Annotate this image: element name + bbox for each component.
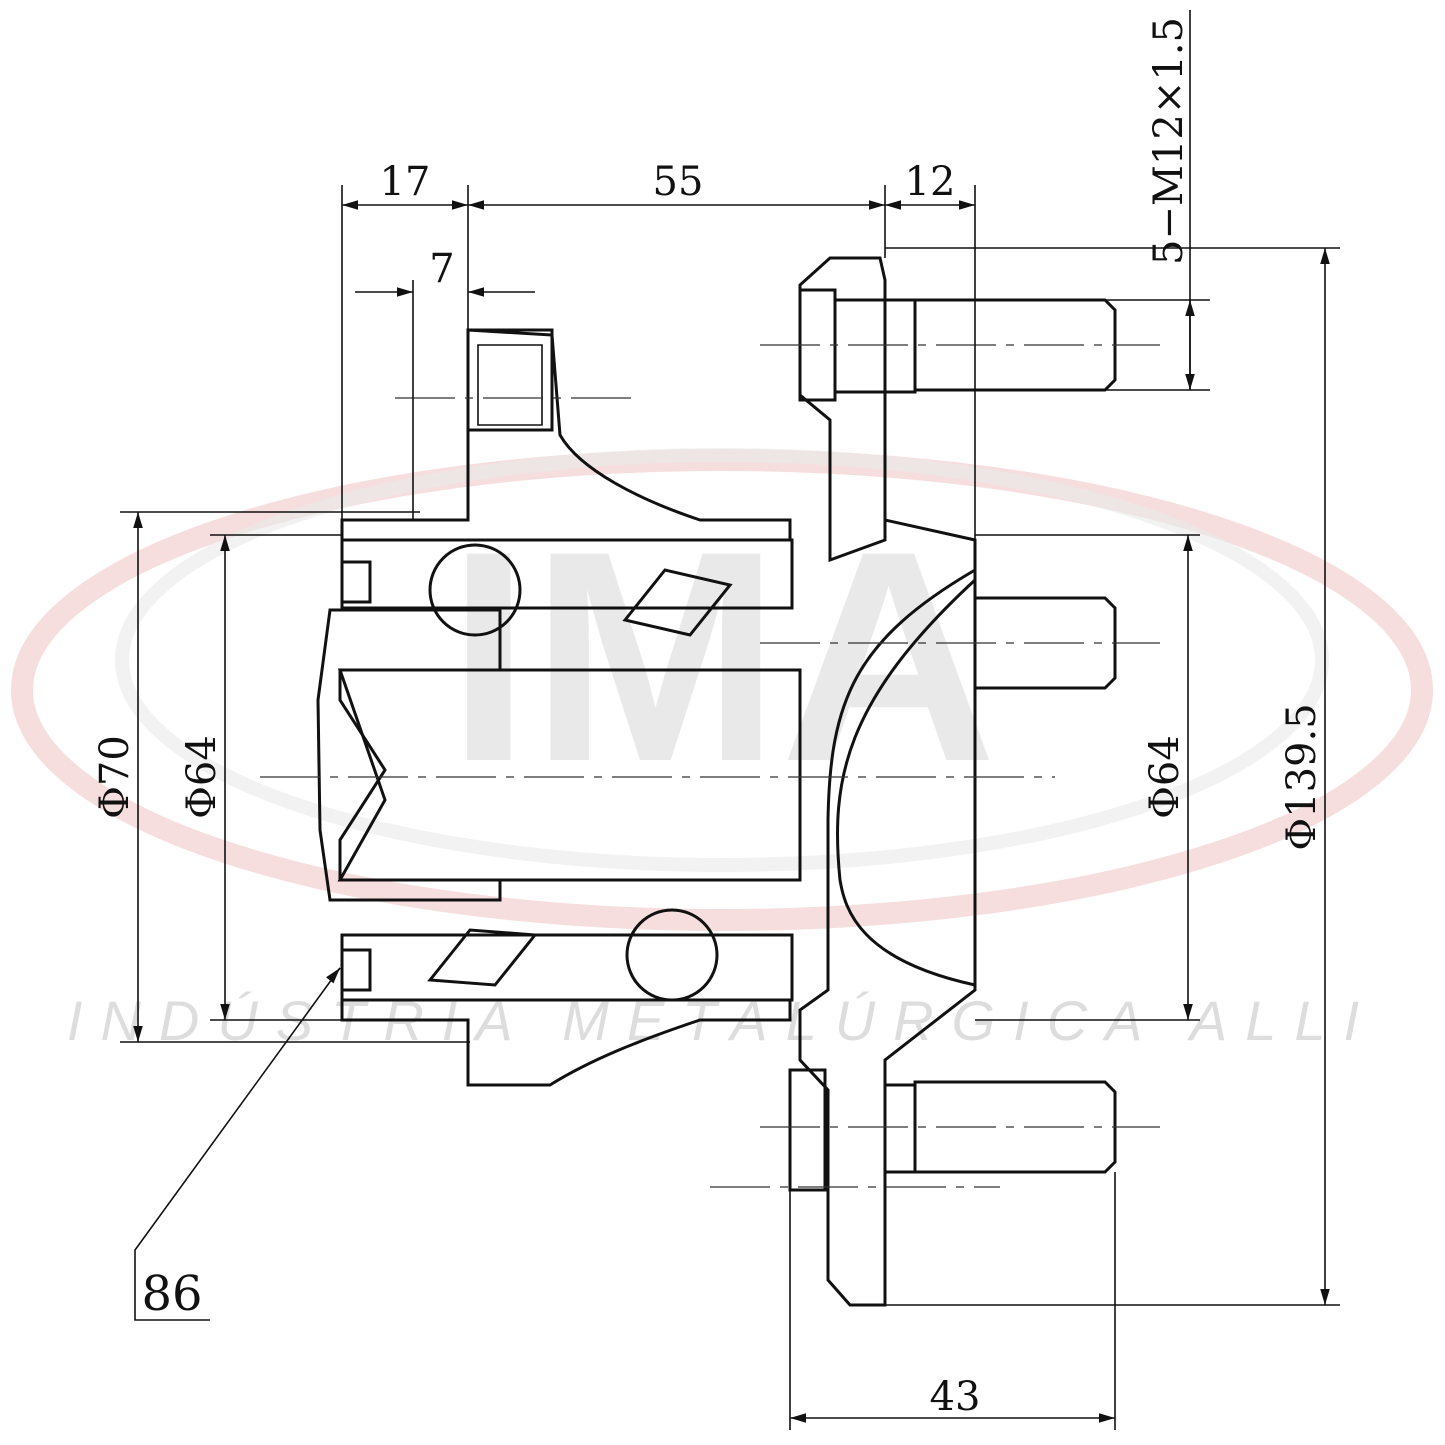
stud-bottom <box>788 1068 1117 1192</box>
dimension-7: 7 <box>429 246 454 292</box>
center-lines <box>260 344 1160 1188</box>
dimension-17: 17 <box>380 159 431 205</box>
ball-top-left <box>428 543 522 637</box>
watermark: IMA INDÚSTRIA METALÚRGICA ALLI <box>11 448 1433 1052</box>
stud-middle <box>973 596 1117 690</box>
dimension-55: 55 <box>653 159 704 205</box>
seals <box>340 560 372 992</box>
inner-spindle <box>316 576 977 987</box>
callout-86: 86 <box>141 1266 202 1322</box>
ball-bottom-left-cage <box>427 928 538 987</box>
ball-top-right-cage <box>622 568 733 637</box>
extension-lines <box>120 10 1340 1430</box>
dimension-lines <box>133 200 1330 1423</box>
ball-bottom-right <box>625 908 719 1002</box>
dimension-dia-64-left: Φ64 <box>179 735 225 819</box>
bearing-balls <box>427 543 733 1002</box>
dimension-dia-139-5: Φ139.5 <box>1279 703 1325 850</box>
dimension-labels: 17 55 12 7 5−M12×1.5 Φ70 Φ64 Φ64 Φ139.5 … <box>92 17 1325 1420</box>
watermark-logo: IMA <box>447 488 997 824</box>
dimension-dia-64-right: Φ64 <box>1142 735 1188 819</box>
thread-spec: 5−M12×1.5 <box>1146 17 1192 265</box>
dimension-dia-70: Φ70 <box>92 735 138 819</box>
dimension-43: 43 <box>930 1374 981 1420</box>
dimension-12: 12 <box>905 159 956 205</box>
